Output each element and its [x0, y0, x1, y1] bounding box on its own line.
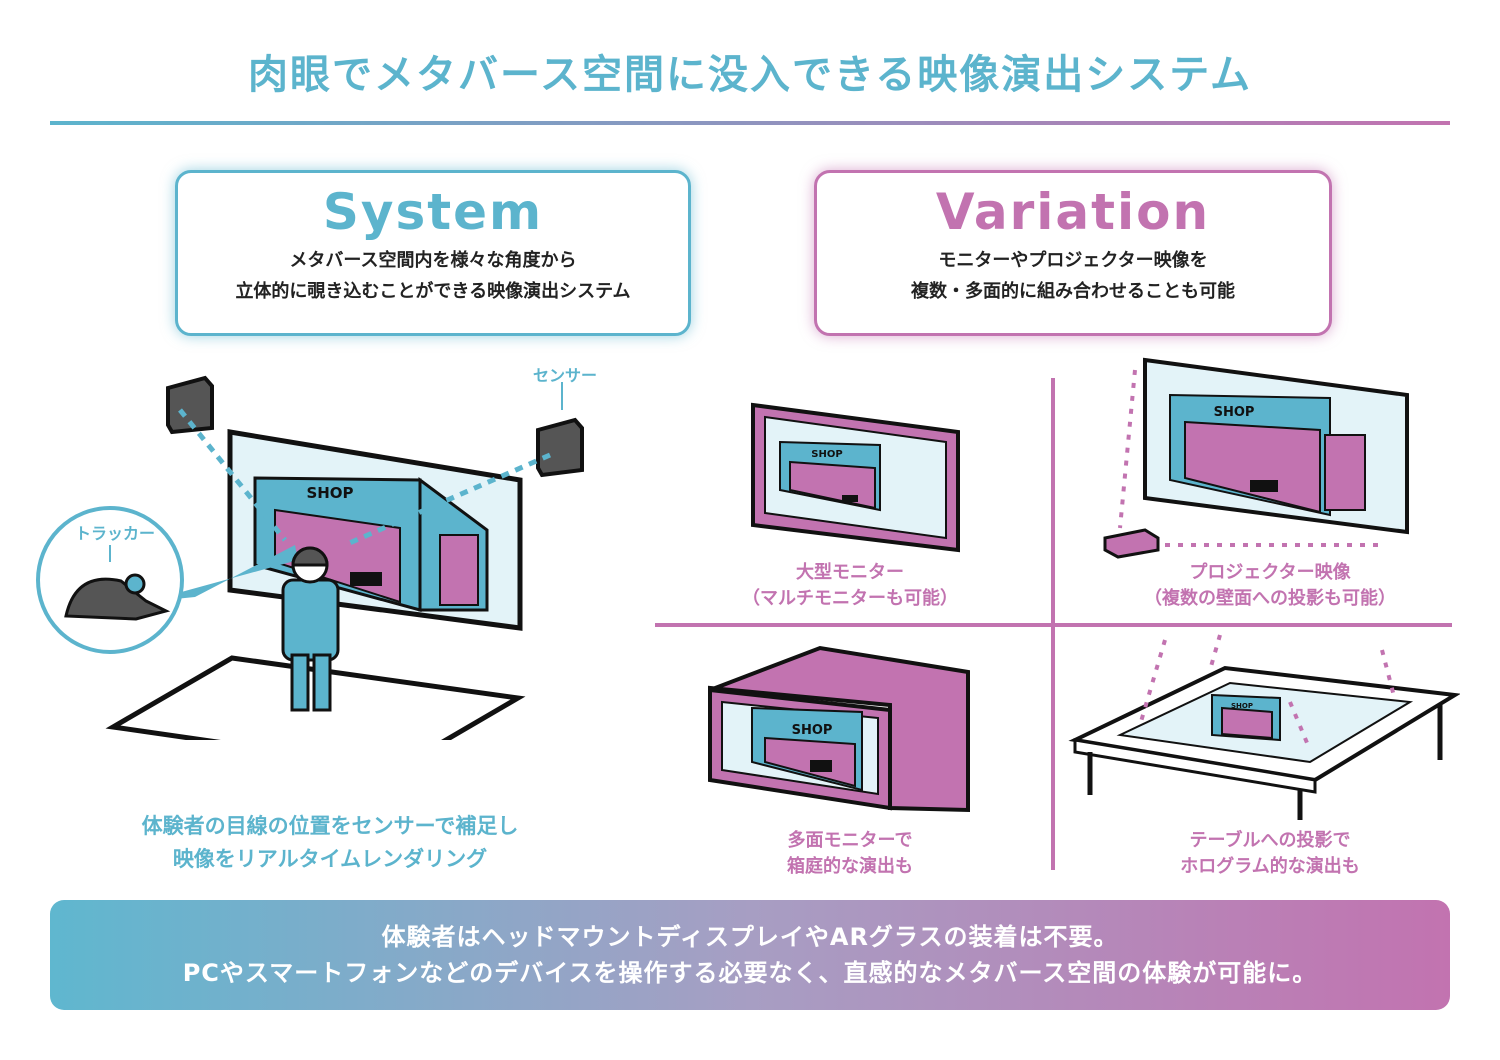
caption-line: （複数の壁面への投影も可能）: [1144, 588, 1396, 609]
page-title: 肉眼でメタバース空間に没入できる映像演出システム: [248, 52, 1252, 98]
banner-line: 体験者はヘッドマウントディスプレイやARグラスの装着は不要。: [381, 923, 1119, 951]
system-desc-line: 立体的に覗き込むことができる映像演出システム: [235, 281, 631, 302]
sensor-right-icon: [536, 417, 584, 478]
cap-tracker-icon: [64, 573, 171, 621]
variation-card: Variation モニターやプロジェクター映像を 複数・多面的に組み合わせるこ…: [814, 170, 1332, 336]
caption-line: （マルチモニターも可能）: [742, 588, 958, 609]
variation-heading: Variation: [935, 183, 1211, 241]
sensor-label: センサー: [532, 366, 597, 385]
banner-line: PCやスマートフォンなどのデバイスを操作する必要なく、直感的なメタバース空間の体…: [182, 959, 1318, 987]
caption-line: 大型モニター: [796, 562, 904, 583]
sensor-ray: [178, 408, 287, 542]
sensor-left-icon: [166, 375, 214, 435]
svg-text:SHOP: SHOP: [792, 723, 833, 738]
caption-line: テーブルへの投影で: [1189, 830, 1351, 851]
variation-desc-line: 複数・多面的に組み合わせることも可能: [911, 281, 1235, 302]
svg-text:SHOP: SHOP: [1214, 405, 1255, 420]
large-monitor-icon: SHOP: [751, 402, 960, 553]
caption-line: 箱庭的な演出も: [787, 856, 913, 877]
grid-divider-horizontal: [655, 623, 1452, 627]
projection-table-icon: SHOP: [1068, 634, 1460, 820]
sensor-ray: [343, 452, 552, 548]
svg-text:SHOP: SHOP: [811, 449, 842, 460]
person-icon: [281, 546, 340, 712]
caption-line: ホログラム的な演出も: [1180, 856, 1360, 877]
tracker-label: トラッカー: [74, 524, 155, 543]
system-heading: System: [322, 183, 544, 241]
variation-caption-projector: プロジェクター映像 （複数の壁面への投影も可能）: [1110, 560, 1430, 612]
variation-caption-monitor: 大型モニター （マルチモニターも可能）: [700, 560, 1000, 612]
system-caption-line: 映像をリアルタイムレンダリング: [172, 847, 488, 871]
svg-text:SHOP: SHOP: [1231, 702, 1253, 710]
projector-screen-icon: SHOP: [1103, 357, 1409, 559]
multi-monitor-box-icon: SHOP: [708, 645, 970, 813]
system-illustration: SHOP: [36, 375, 584, 740]
variation-illustrations: SHOP SHOP SHOP SHOP: [708, 357, 1460, 820]
system-caption-line: 体験者の目線の位置をセンサーで補足し: [141, 814, 519, 838]
variation-caption-multi-monitor: 多面モニターで 箱庭的な演出も: [700, 828, 1000, 880]
projector-icon: [1103, 528, 1160, 559]
gradient-divider: [50, 121, 1450, 125]
system-desc-line: メタバース空間内を様々な角度から: [289, 250, 577, 271]
summary-banner: 体験者はヘッドマウントディスプレイやARグラスの装着は不要。 PCやスマートフォ…: [50, 900, 1450, 1010]
shop-sign: SHOP: [306, 484, 353, 502]
system-card: System メタバース空間内を様々な角度から 立体的に覗き込むことができる映像…: [175, 170, 691, 336]
caption-line: 多面モニターで: [787, 830, 913, 851]
variation-desc-line: モニターやプロジェクター映像を: [938, 250, 1208, 271]
variation-caption-table: テーブルへの投影で ホログラム的な演出も: [1110, 828, 1430, 880]
caption-line: プロジェクター映像: [1189, 562, 1351, 583]
